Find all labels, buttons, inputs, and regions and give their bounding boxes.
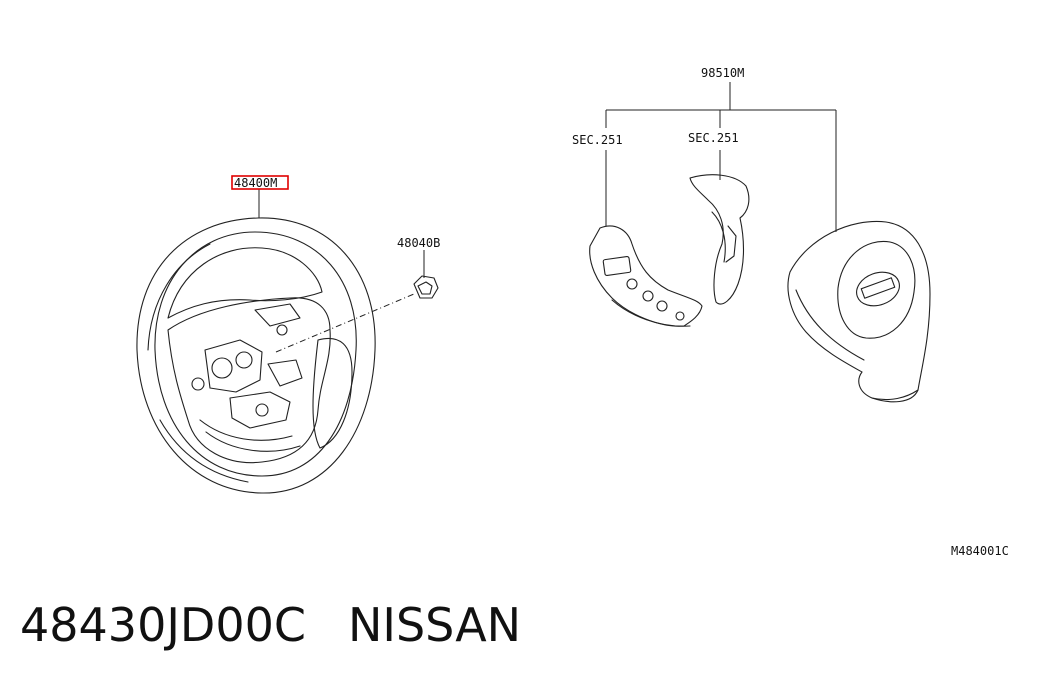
callout-left-switch[interactable]: SEC.251 — [572, 133, 623, 147]
callout-airbag-module[interactable]: 98510M — [701, 66, 744, 80]
steering-wheel-drawing — [136, 217, 376, 494]
callout-right-switch[interactable]: SEC.251 — [688, 131, 739, 145]
right-switch-drawing — [689, 174, 750, 305]
axis-line — [275, 293, 415, 353]
left-switch-drawing — [589, 225, 703, 327]
callout-nut[interactable]: 48040B — [397, 236, 440, 250]
highlight-box — [231, 175, 289, 190]
part-number: 48430JD00C — [20, 598, 306, 652]
nut-drawing — [413, 275, 439, 299]
brand-name: NISSAN — [347, 598, 522, 652]
airbag-module-drawing — [787, 220, 931, 403]
part-caption: 48430JD00C NISSAN — [20, 598, 521, 652]
callout-steering-wheel[interactable]: 48400M — [234, 176, 277, 190]
group-leader — [605, 82, 836, 128]
figure-code: M484001C — [951, 544, 1009, 558]
